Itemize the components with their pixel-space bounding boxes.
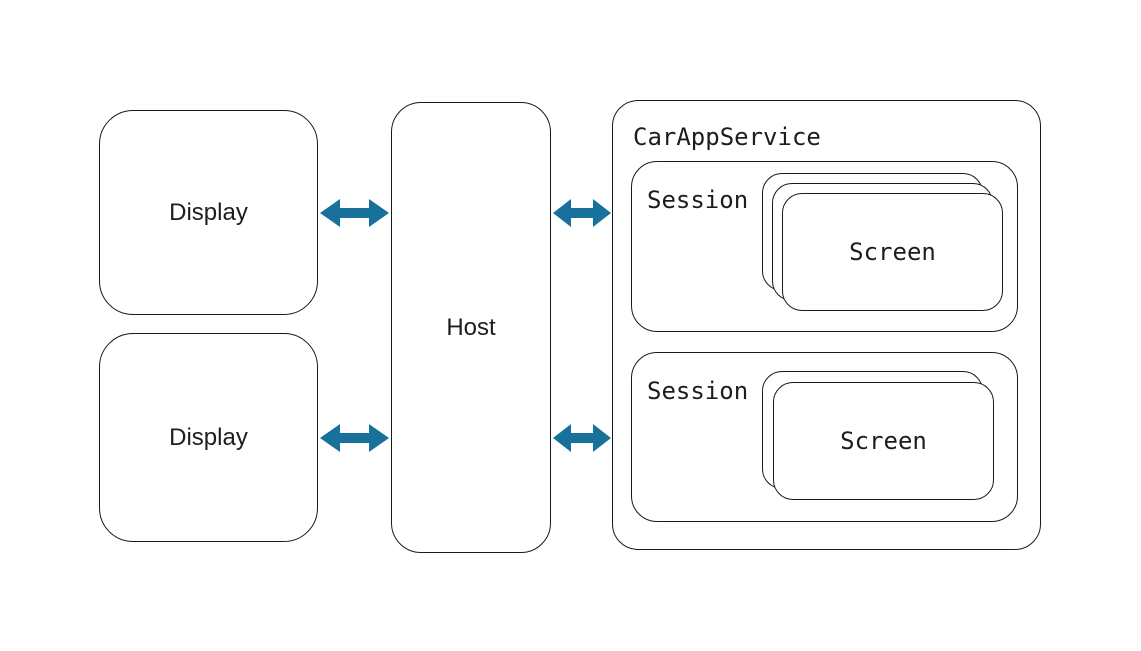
display-box-1: Display	[99, 110, 318, 315]
session-box-2: Session Screen	[631, 352, 1018, 522]
screen-card-front: Screen	[773, 382, 994, 500]
host-session1-double-arrow-icon	[553, 199, 611, 227]
display1-host-double-arrow-icon	[320, 199, 389, 227]
session-label-2: Session	[647, 377, 749, 405]
car-app-service-title: CarAppService	[633, 123, 821, 151]
session-label-1: Session	[647, 186, 749, 214]
display-box-2: Display	[99, 333, 318, 542]
display-label-2: Display	[169, 423, 248, 451]
screen-card-front: Screen	[782, 193, 1003, 311]
screen-label-1: Screen	[849, 238, 936, 266]
host-box: Host	[391, 102, 551, 553]
display2-host-double-arrow-icon	[320, 424, 389, 452]
car-app-service-box: CarAppService Session Screen Session Scr…	[612, 100, 1041, 550]
host-session2-double-arrow-icon	[553, 424, 611, 452]
screen-label-2: Screen	[840, 427, 927, 455]
display-label-1: Display	[169, 198, 248, 226]
host-label: Host	[446, 313, 496, 341]
session-box-1: Session Screen	[631, 161, 1018, 332]
